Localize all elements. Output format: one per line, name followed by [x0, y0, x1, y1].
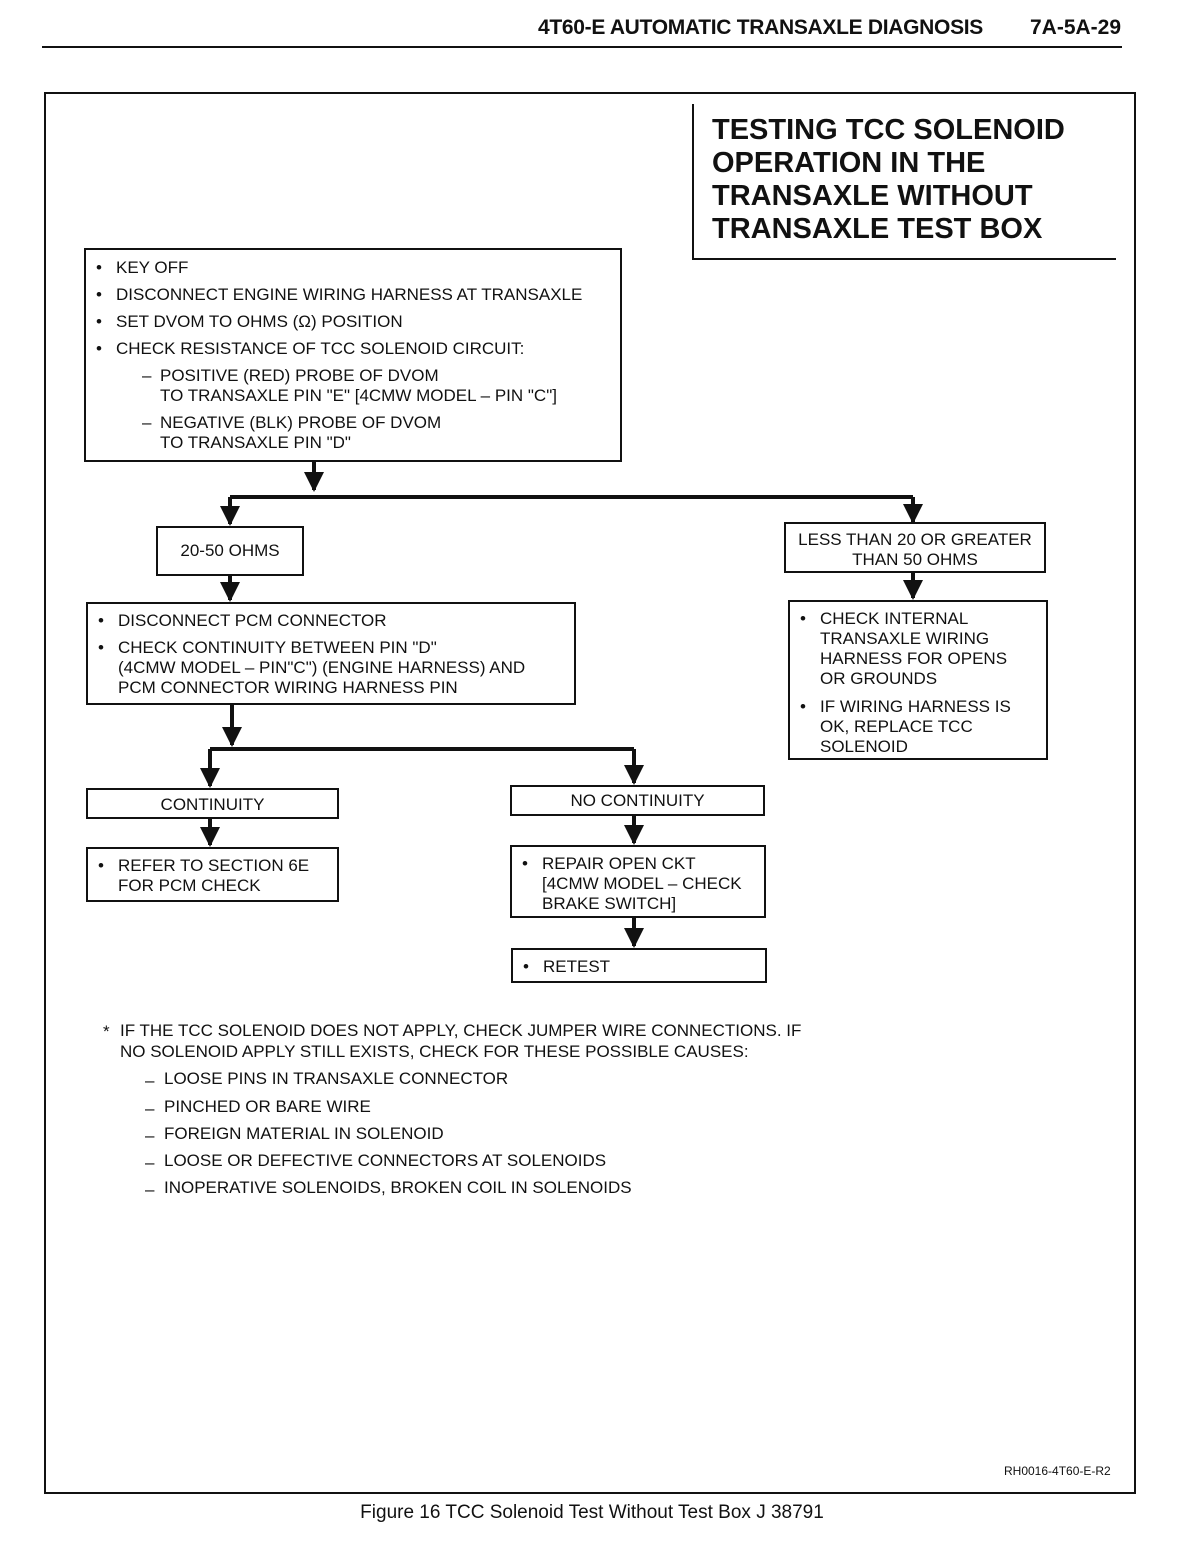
continuity-box: CONTINUITY — [86, 788, 339, 819]
cause-dash: – — [145, 1099, 155, 1118]
cause-dash: – — [145, 1180, 155, 1199]
cause-1: LOOSE PINS IN TRANSAXLE CONNECTOR — [164, 1069, 509, 1088]
repair-line2: [4CMW MODEL – CHECK — [542, 874, 742, 893]
step1-sub1-line2: TO TRANSAXLE PIN "E" [4CMW MODEL – PIN "… — [160, 386, 557, 405]
no-continuity-box: NO CONTINUITY — [510, 785, 765, 816]
repair-line3: BRAKE SWITCH] — [542, 894, 677, 913]
step1-sub2-line1: NEGATIVE (BLK) PROBE OF DVOM — [86, 413, 620, 433]
figure-caption: Figure 16 TCC Solenoid Test Without Test… — [360, 1502, 824, 1523]
continuity-label: CONTINUITY — [160, 795, 265, 814]
result-bad-box: LESS THAN 20 OR GREATER THAN 50 OHMS — [784, 522, 1046, 573]
step1-bullet-3: SET DVOM TO OHMS (Ω) POSITION — [86, 312, 620, 332]
repair-line1: REPAIR OPEN CKT — [512, 854, 764, 874]
header-rule — [42, 46, 1122, 48]
refer-box: REFER TO SECTION 6E FOR PCM CHECK — [86, 847, 339, 902]
step-bad-b1-line4: OR GROUNDS — [820, 669, 938, 688]
result-ok-box: 20-50 OHMS — [156, 526, 304, 576]
step1-bullet-4: CHECK RESISTANCE OF TCC SOLENOID CIRCUIT… — [86, 339, 620, 359]
header-title: 4T60-E AUTOMATIC TRANSAXLE DIAGNOSIS — [538, 16, 984, 39]
note-line2: NO SOLENOID APPLY STILL EXISTS, CHECK FO… — [120, 1042, 749, 1061]
step2-bullet-1: DISCONNECT PCM CONNECTOR — [88, 611, 574, 631]
step1-bullet-1: KEY OFF — [86, 258, 620, 278]
title-box — [692, 104, 1116, 260]
page-number: 7A-5A-29 — [1030, 16, 1122, 39]
figure-frame — [44, 92, 1136, 1494]
repair-box: REPAIR OPEN CKT [4CMW MODEL – CHECK BRAK… — [510, 845, 766, 918]
result-bad-line1: LESS THAN 20 OR GREATER — [798, 530, 1032, 549]
refer-line1: REFER TO SECTION 6E — [88, 856, 337, 876]
no-continuity-label: NO CONTINUITY — [570, 791, 705, 810]
step1-box: KEY OFF DISCONNECT ENGINE WIRING HARNESS… — [84, 248, 622, 462]
cause-dash: – — [145, 1071, 155, 1090]
title-line-1: TESTING TCC SOLENOID — [712, 114, 1065, 146]
step-bad-b1-line1: CHECK INTERNAL — [790, 609, 1046, 629]
figure-code: RH0016-4T60-E-R2 — [1004, 1464, 1111, 1478]
cause-2: PINCHED OR BARE WIRE — [164, 1097, 371, 1116]
cause-4: LOOSE OR DEFECTIVE CONNECTORS AT SOLENOI… — [164, 1151, 607, 1170]
title-line-2: OPERATION IN THE — [712, 147, 986, 179]
cause-dash: – — [145, 1126, 155, 1145]
step-bad-b1-line3: HARNESS FOR OPENS — [820, 649, 1008, 668]
step2-bullet-2-line2: (4CMW MODEL – PIN"C") (ENGINE HARNESS) A… — [118, 658, 526, 677]
step2-box: DISCONNECT PCM CONNECTOR CHECK CONTINUIT… — [86, 602, 576, 705]
title-line-3: TRANSAXLE WITHOUT — [712, 180, 1033, 212]
step2-bullet-2-line3: PCM CONNECTOR WIRING HARNESS PIN — [118, 678, 458, 697]
note-line1: IF THE TCC SOLENOID DOES NOT APPLY, CHEC… — [120, 1021, 802, 1040]
retest-box: RETEST — [511, 948, 767, 983]
result-bad-line2: THAN 50 OHMS — [852, 550, 978, 569]
result-ok-label: 20-50 OHMS — [180, 541, 280, 560]
step1-bullet-2: DISCONNECT ENGINE WIRING HARNESS AT TRAN… — [86, 285, 620, 305]
step-bad-b2-line3: SOLENOID — [820, 737, 908, 756]
step-bad-box: CHECK INTERNAL TRANSAXLE WIRING HARNESS … — [788, 600, 1048, 760]
step2-bullet-2-line1: CHECK CONTINUITY BETWEEN PIN "D" — [88, 638, 574, 658]
step-bad-b1-line2: TRANSAXLE WIRING — [820, 629, 990, 648]
step1-sub1-line1: POSITIVE (RED) PROBE OF DVOM — [86, 366, 620, 386]
diagram-title: TESTING TCC SOLENOID OPERATION IN THE TR… — [712, 114, 1112, 246]
cause-dash: – — [145, 1153, 155, 1172]
refer-line2: FOR PCM CHECK — [118, 876, 261, 895]
step-bad-b2-line2: OK, REPLACE TCC — [820, 717, 973, 736]
retest-label: RETEST — [513, 957, 765, 977]
title-line-4: TRANSAXLE TEST BOX — [712, 213, 1043, 245]
cause-3: FOREIGN MATERIAL IN SOLENOID — [164, 1124, 444, 1143]
step-bad-b2-line1: IF WIRING HARNESS IS — [790, 697, 1046, 717]
cause-5: INOPERATIVE SOLENOIDS, BROKEN COIL IN SO… — [164, 1178, 632, 1197]
step1-sub2-line2: TO TRANSAXLE PIN "D" — [160, 433, 351, 452]
note-star: * — [103, 1022, 110, 1041]
